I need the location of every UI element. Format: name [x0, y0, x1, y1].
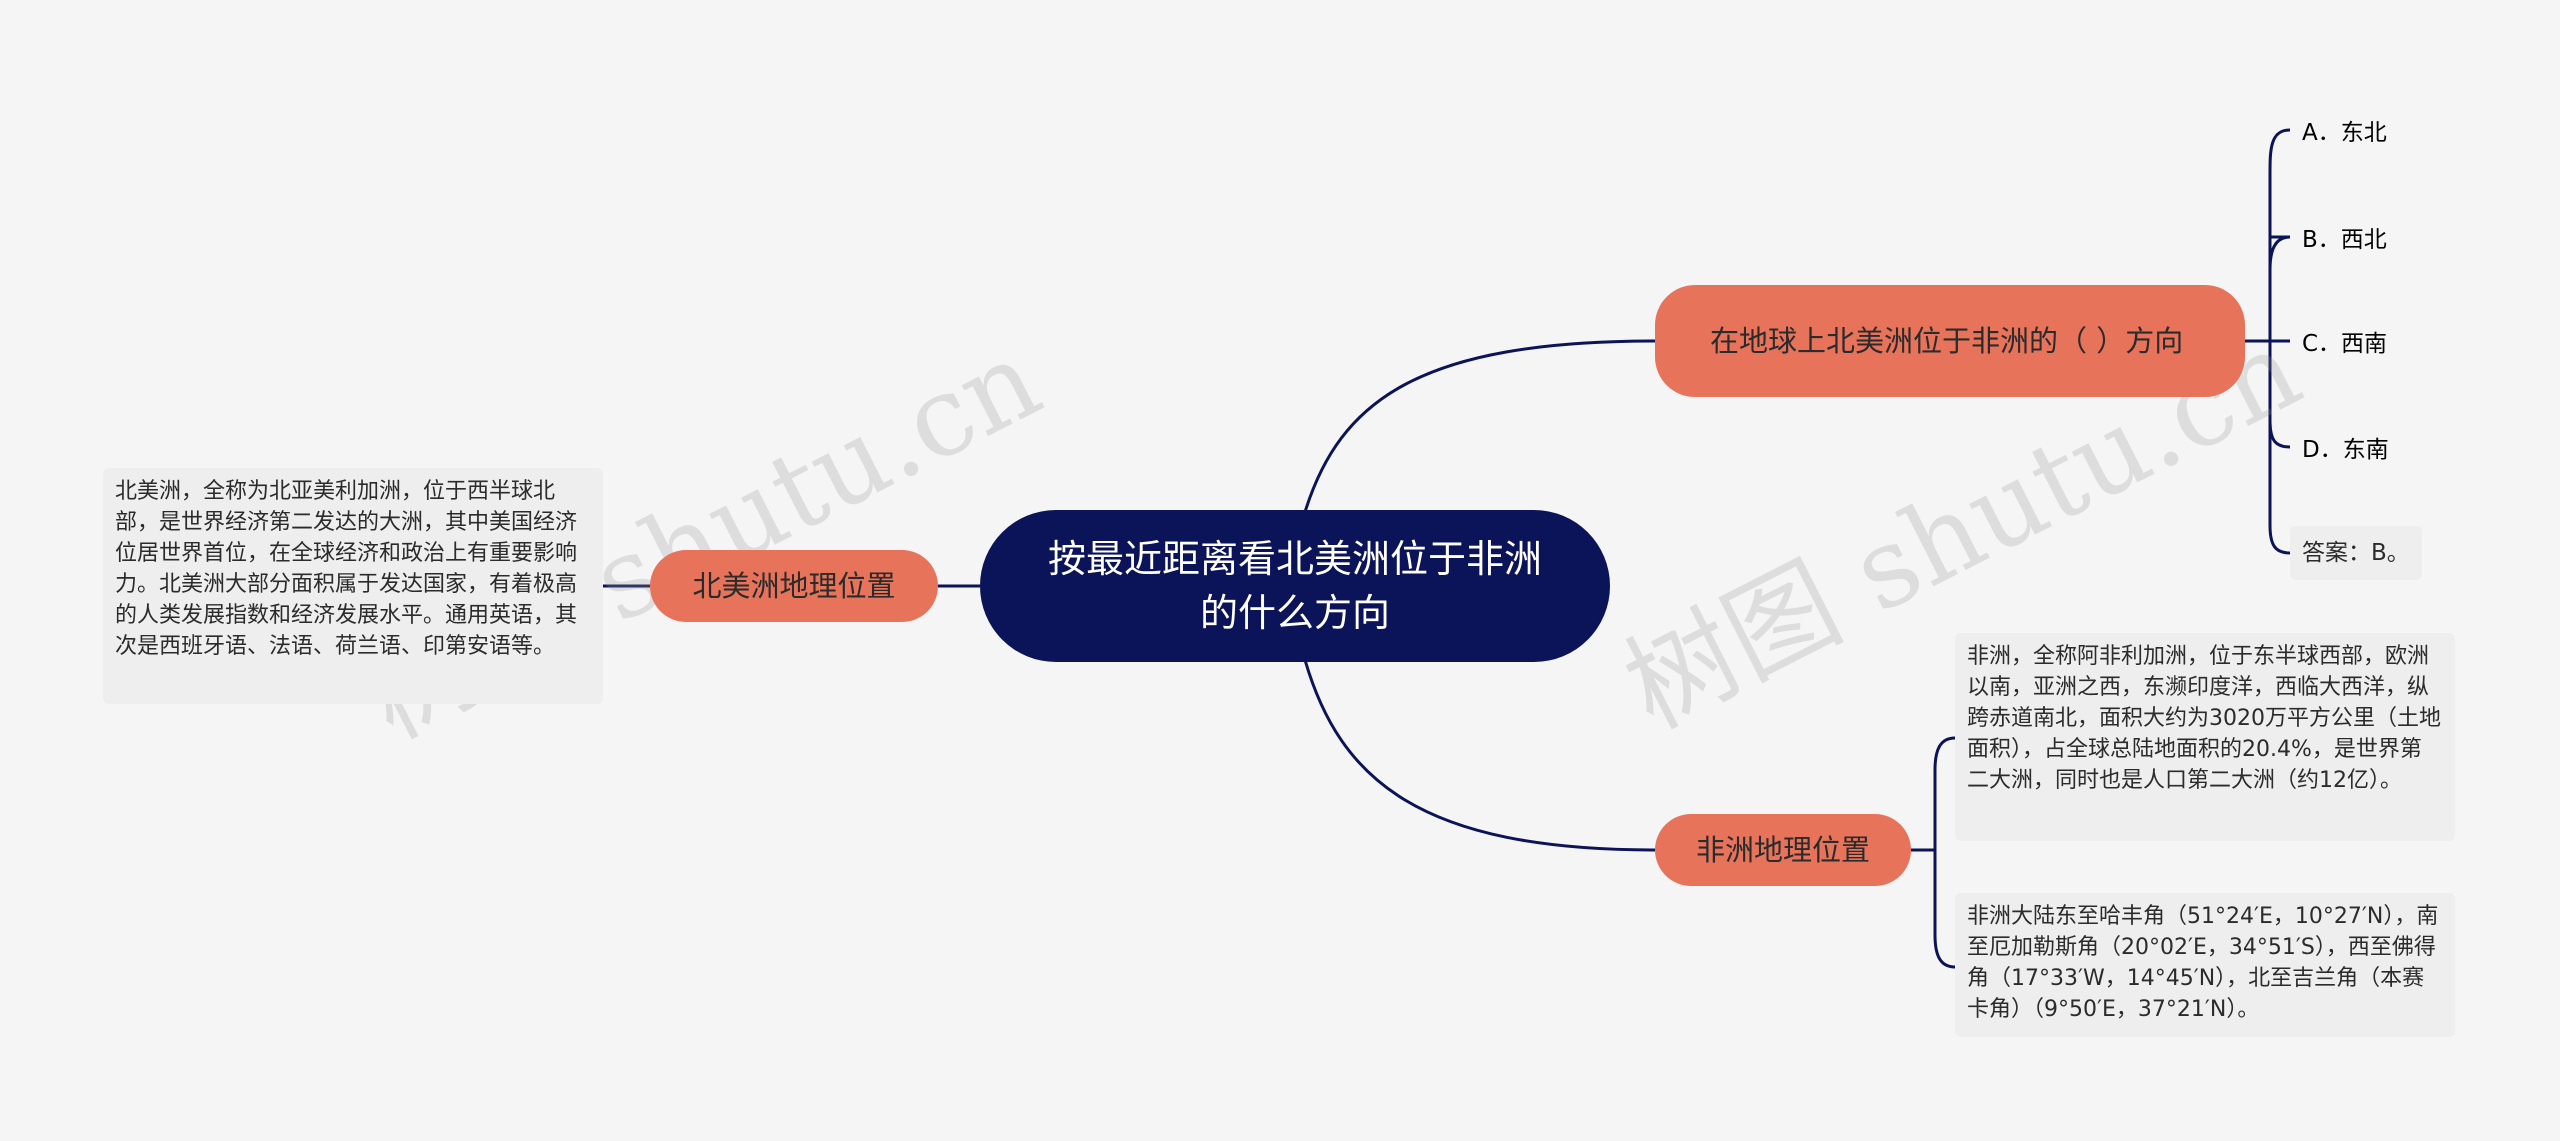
connector-root-africa — [1303, 659, 1656, 852]
options-bracket — [2268, 128, 2291, 555]
option-a[interactable]: A．东北 — [2302, 120, 2387, 146]
option-d[interactable]: D．东南 — [2302, 437, 2389, 463]
north-america-description[interactable]: 北美洲，全称为北亚美利加洲，位于西半球北部，是世界经济第二发达的大洲，其中美国经… — [103, 468, 603, 704]
north-america-topic[interactable]: 北美洲地理位置 — [650, 550, 938, 622]
africa-topic[interactable]: 非洲地理位置 — [1655, 814, 1911, 886]
africa-coordinates[interactable]: 非洲大陆东至哈丰角（51°24′E，10°27′N），南至厄加勒斯角（20°02… — [1955, 893, 2455, 1037]
answer-node[interactable]: 答案：B。 — [2290, 526, 2422, 580]
option-c[interactable]: C．西南 — [2302, 331, 2388, 357]
africa-description[interactable]: 非洲，全称阿非利加洲，位于东半球西部，欧洲以南，亚洲之西，东濒印度洋，西临大西洋… — [1955, 633, 2455, 841]
connector-root-question — [1303, 339, 1656, 513]
option-b[interactable]: B．西北 — [2302, 227, 2387, 253]
africa-bracket — [1933, 736, 1956, 969]
question-topic[interactable]: 在地球上北美洲位于非洲的（ ）方向 — [1655, 285, 2245, 397]
root-topic[interactable]: 按最近距离看北美洲位于非洲的什么方向 — [980, 510, 1610, 662]
